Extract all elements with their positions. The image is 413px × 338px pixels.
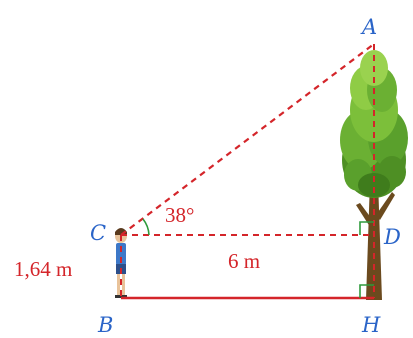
angle-arc-C — [142, 218, 150, 236]
label-point-H: H — [361, 313, 381, 337]
right-angle-D — [359, 221, 374, 235]
distance-label: 6 m — [228, 249, 260, 273]
right-angle-H — [359, 284, 374, 298]
angle-label: 38° — [165, 203, 194, 227]
sightline-CA — [120, 43, 375, 236]
label-point-B: B — [97, 313, 113, 337]
tree-icon — [340, 50, 408, 300]
label-point-D: D — [383, 225, 401, 249]
label-point-C: C — [90, 221, 106, 245]
label-point-A: A — [360, 15, 377, 39]
height-label: 1,64 m — [14, 257, 72, 281]
